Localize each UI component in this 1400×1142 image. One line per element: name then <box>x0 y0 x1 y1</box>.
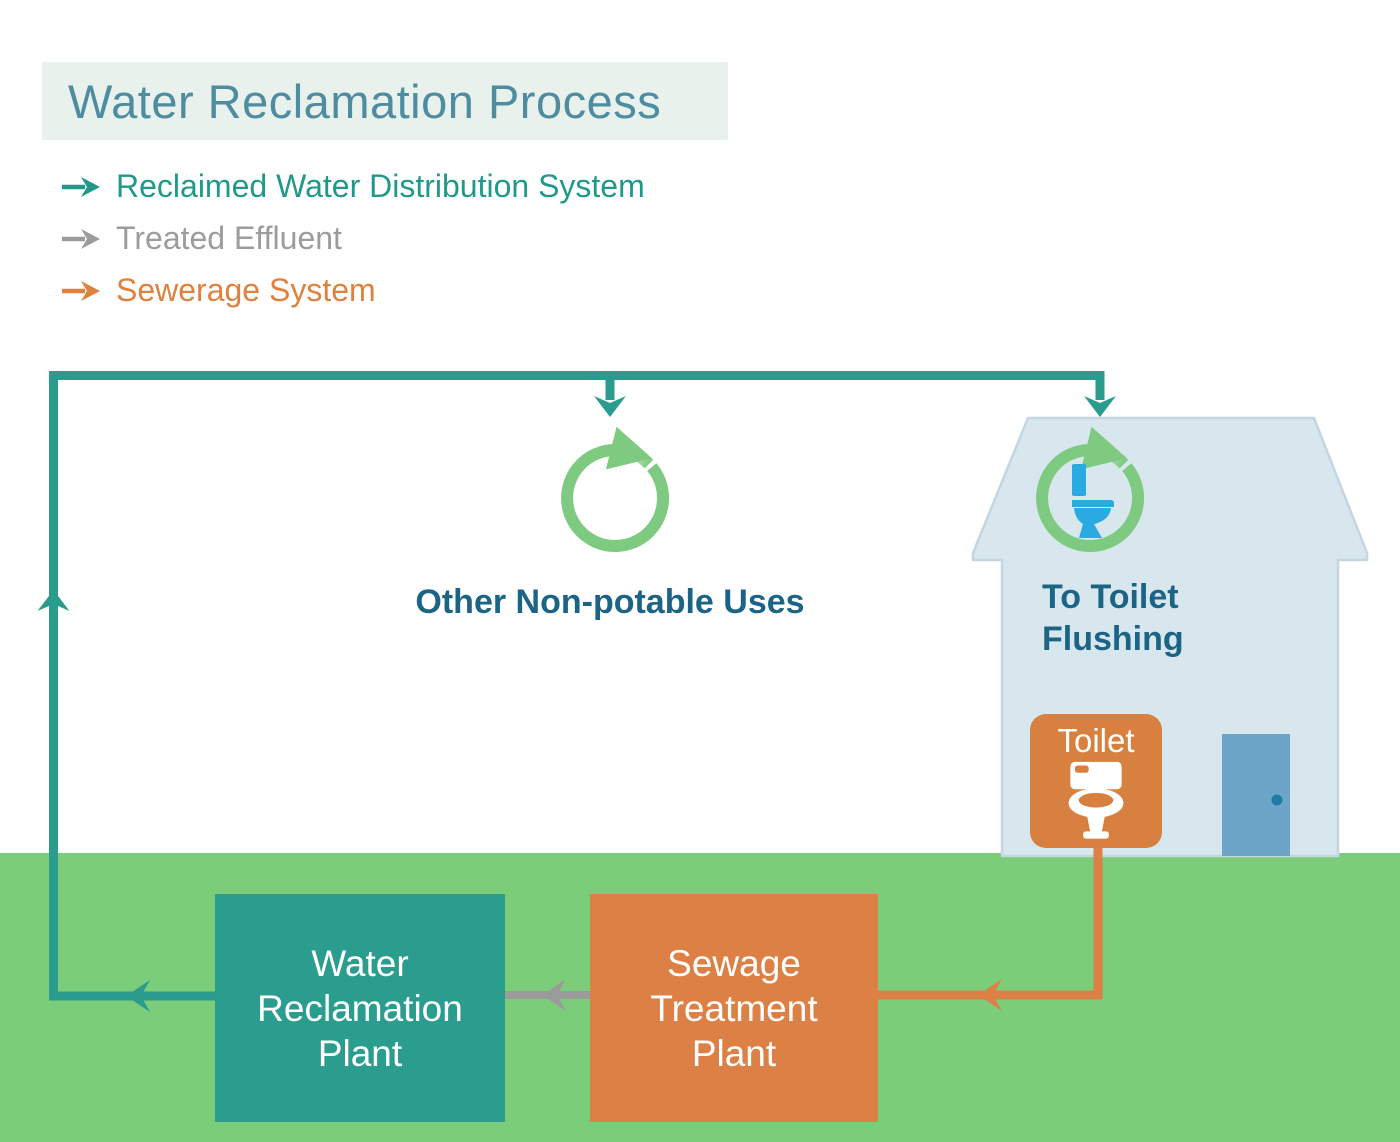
water-reclamation-plant-box: Water Reclamation Plant <box>215 894 505 1122</box>
legend-item-reclaimed-water: Reclaimed Water Distribution System <box>60 168 645 205</box>
plant-label-line: Plant <box>317 1032 403 1074</box>
page-title: Water Reclamation Process <box>68 74 662 128</box>
title-banner: Water Reclamation Process <box>42 62 728 140</box>
legend-label: Sewerage System <box>116 272 376 308</box>
door-knob-icon <box>1271 794 1283 806</box>
label-line: Flushing <box>1042 620 1184 658</box>
toilet-sign: Toilet <box>1030 714 1162 848</box>
recycle-toilet-icon <box>1036 426 1145 552</box>
door <box>1222 734 1290 856</box>
right-arrow-icon <box>62 228 100 249</box>
toilet-icon <box>1068 761 1124 839</box>
sewage-treatment-plant-box: Sewage Treatment Plant <box>590 894 878 1122</box>
plant-label-line: Water <box>311 942 409 984</box>
legend-item-treated-effluent: Treated Effluent <box>60 220 645 257</box>
plant-label-line: Plant <box>691 1032 777 1074</box>
plant-label-line: Reclamation <box>257 987 463 1029</box>
legend-label: Treated Effluent <box>116 220 342 256</box>
label-other-nonpotable-uses: Other Non-potable Uses <box>415 583 805 621</box>
right-arrow-icon <box>62 176 100 197</box>
arrowhead-down-house-icon <box>1084 396 1116 417</box>
arrowhead-up-left-pipe-icon <box>37 590 70 611</box>
legend: Reclaimed Water Distribution System Trea… <box>60 168 645 309</box>
plant-label-line: Treatment <box>650 987 818 1029</box>
label-line: To Toilet <box>1042 578 1179 616</box>
legend-label: Reclaimed Water Distribution System <box>116 168 645 204</box>
right-arrow-icon <box>62 280 100 301</box>
toilet-sign-label: Toilet <box>1057 722 1135 759</box>
label-to-toilet-flushing: To Toilet Flushing <box>1042 576 1184 660</box>
toilet-icon <box>1072 464 1114 538</box>
legend-item-sewerage: Sewerage System <box>60 272 645 309</box>
plant-label-line: Sewage <box>667 942 801 984</box>
recycle-icon <box>561 426 670 552</box>
arrowhead-down-nonpotable-icon <box>594 396 626 417</box>
